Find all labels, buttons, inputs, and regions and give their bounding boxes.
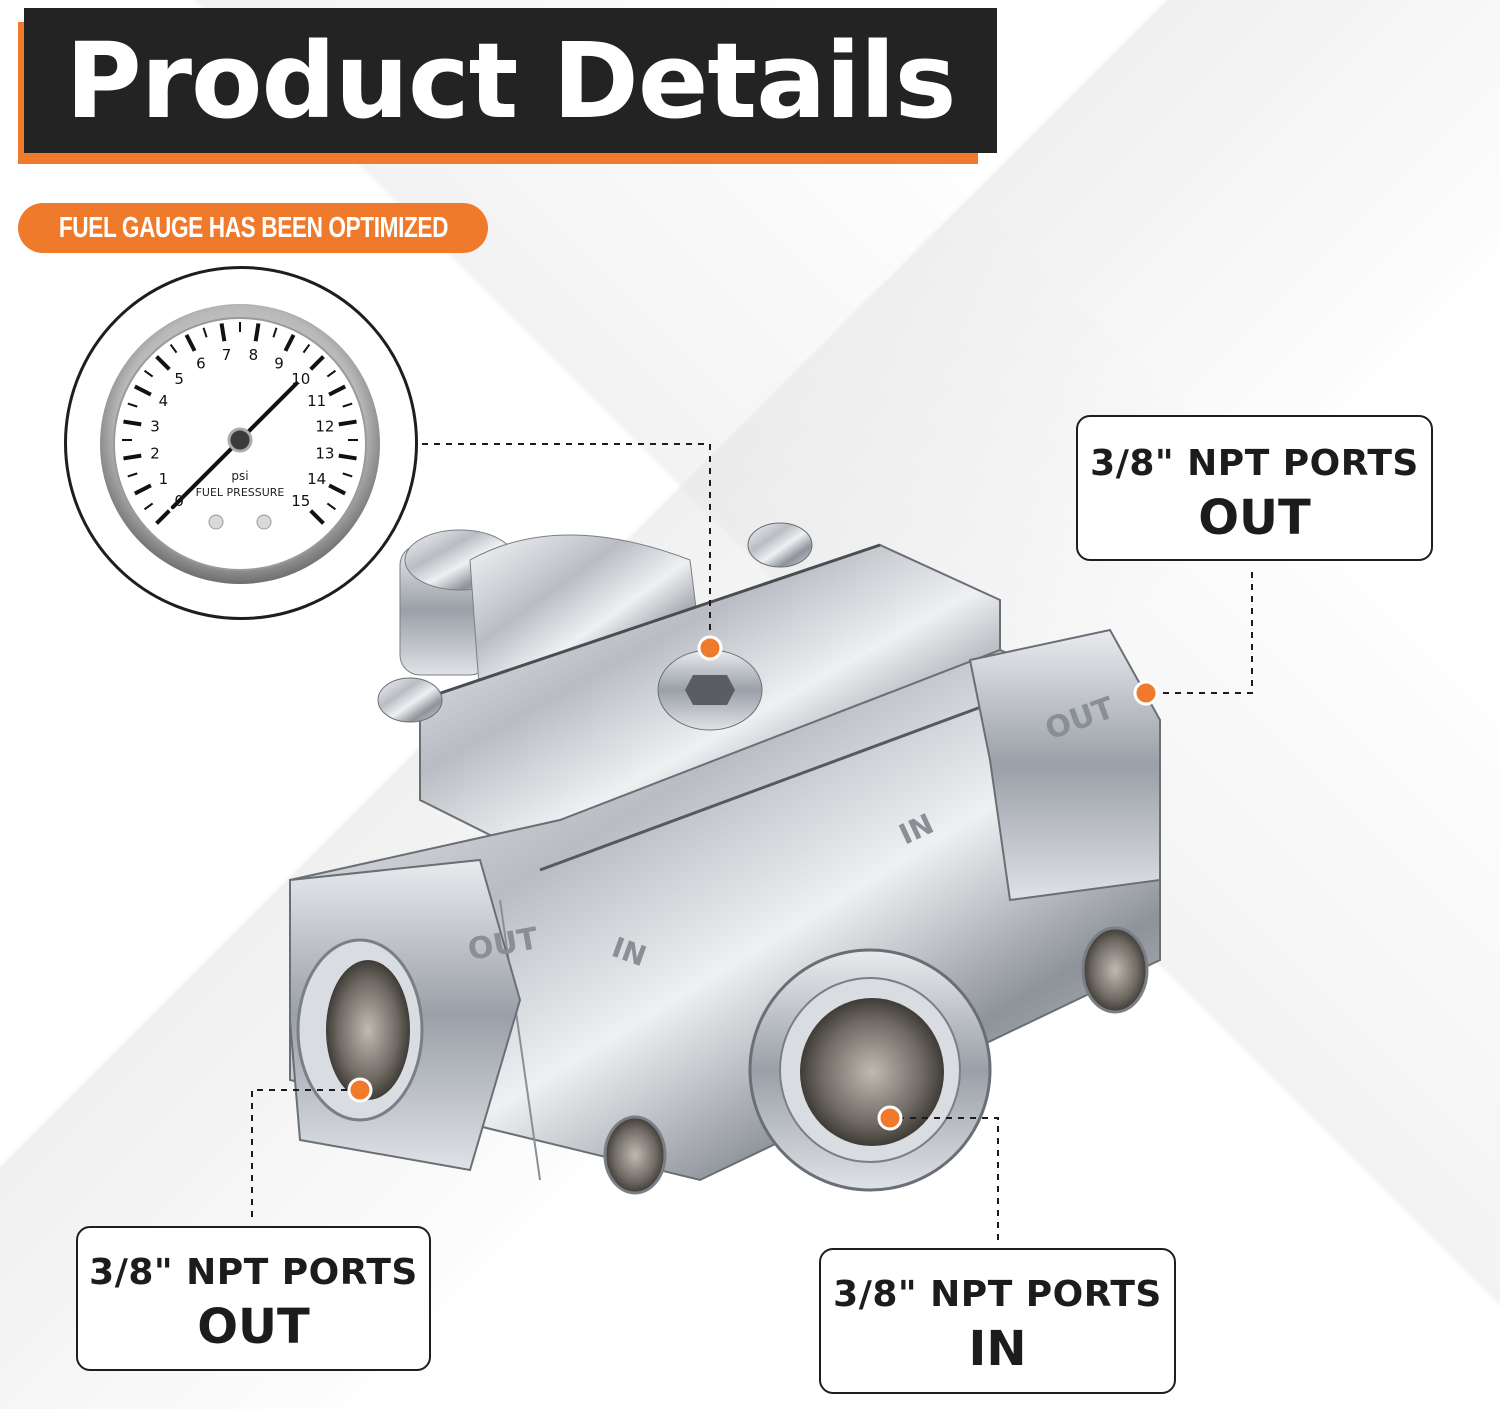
gauge-tick bbox=[253, 323, 261, 342]
gauge-tick bbox=[309, 509, 325, 525]
right-outlet-port: OUT bbox=[968, 628, 1161, 1014]
callout-top-right-direction: OUT bbox=[1194, 494, 1315, 542]
gauge-tick-label: 3 bbox=[150, 418, 160, 436]
gauge-tick-label: 2 bbox=[150, 444, 160, 462]
gauge-tick bbox=[127, 472, 138, 478]
gauge-tick bbox=[338, 453, 357, 461]
gauge-tick bbox=[184, 333, 197, 352]
gauge-unit: psi bbox=[231, 469, 248, 483]
gauge-tick bbox=[326, 369, 337, 378]
gauge-tick bbox=[202, 327, 208, 338]
gauge-tick bbox=[123, 419, 142, 427]
gauge-tick-label: 13 bbox=[315, 444, 334, 462]
gauge-tick bbox=[342, 472, 353, 478]
callout-bottom-left-label: 3/8" NPT PORTS bbox=[89, 1252, 418, 1293]
gauge-hub bbox=[227, 427, 253, 453]
gauge-tick bbox=[328, 384, 347, 397]
gauge-tick bbox=[326, 502, 337, 511]
callout-top-right: 3/8" NPT PORTS OUT bbox=[1076, 415, 1433, 561]
callout-top-right-label: 3/8" NPT PORTS bbox=[1090, 443, 1419, 484]
gauge-tick-label: 11 bbox=[307, 392, 326, 410]
gauge-tick bbox=[133, 483, 152, 496]
callout-bottom-right-direction: IN bbox=[964, 1325, 1031, 1373]
gauge-tick bbox=[328, 483, 347, 496]
gauge-tick-label: 15 bbox=[291, 492, 310, 510]
gauge-tick-label: 7 bbox=[222, 346, 232, 364]
gauge-tick bbox=[155, 355, 171, 371]
gauge-tick-label: 1 bbox=[159, 470, 169, 488]
gauge-tick bbox=[169, 343, 178, 354]
gauge-ticks bbox=[122, 322, 358, 525]
gauge-tick bbox=[219, 323, 227, 342]
gauge-tick-label: 5 bbox=[174, 370, 184, 388]
gauge-tick bbox=[123, 453, 142, 461]
callout-bottom-right-label: 3/8" NPT PORTS bbox=[833, 1274, 1162, 1315]
gauge-tick bbox=[143, 369, 154, 378]
gauge-tick bbox=[342, 402, 353, 408]
title-banner: Product Details bbox=[24, 8, 997, 153]
page-title: Product Details bbox=[65, 19, 957, 142]
hex-socket-icon bbox=[685, 675, 735, 705]
callout-bottom-left-direction: OUT bbox=[193, 1303, 314, 1351]
gauge-tick-label: 6 bbox=[196, 354, 206, 372]
gauge-tick bbox=[272, 327, 278, 338]
gauge-tick bbox=[127, 402, 138, 408]
gauge-label: FUEL PRESSURE bbox=[196, 486, 285, 499]
gauge-rivet-left bbox=[208, 514, 224, 530]
gauge-tick bbox=[143, 502, 154, 511]
gauge-tick-label: 9 bbox=[274, 354, 284, 372]
gauge-tick bbox=[302, 343, 311, 354]
gauge-tick bbox=[133, 384, 152, 397]
fuel-pressure-gauge: 0123456789101112131415 psi FUEL PRESSURE bbox=[100, 304, 380, 584]
feature-badge: FUEL GAUGE HAS BEEN OPTIMIZED bbox=[18, 203, 488, 253]
gauge-tick-label: 4 bbox=[159, 392, 169, 410]
feature-badge-text: FUEL GAUGE HAS BEEN OPTIMIZED bbox=[58, 211, 448, 244]
gauge-tick-label: 12 bbox=[315, 418, 334, 436]
gauge-tick bbox=[283, 333, 296, 352]
gauge-rivet-right bbox=[256, 514, 272, 530]
callout-bottom-right: 3/8" NPT PORTS IN bbox=[819, 1248, 1176, 1394]
gauge-tick-label: 14 bbox=[307, 470, 326, 488]
gauge-tick bbox=[309, 355, 325, 371]
callout-bottom-left: 3/8" NPT PORTS OUT bbox=[76, 1226, 431, 1371]
gauge-tick bbox=[338, 419, 357, 427]
gauge-tick-label: 8 bbox=[249, 346, 259, 364]
gauge-tick bbox=[155, 509, 171, 525]
